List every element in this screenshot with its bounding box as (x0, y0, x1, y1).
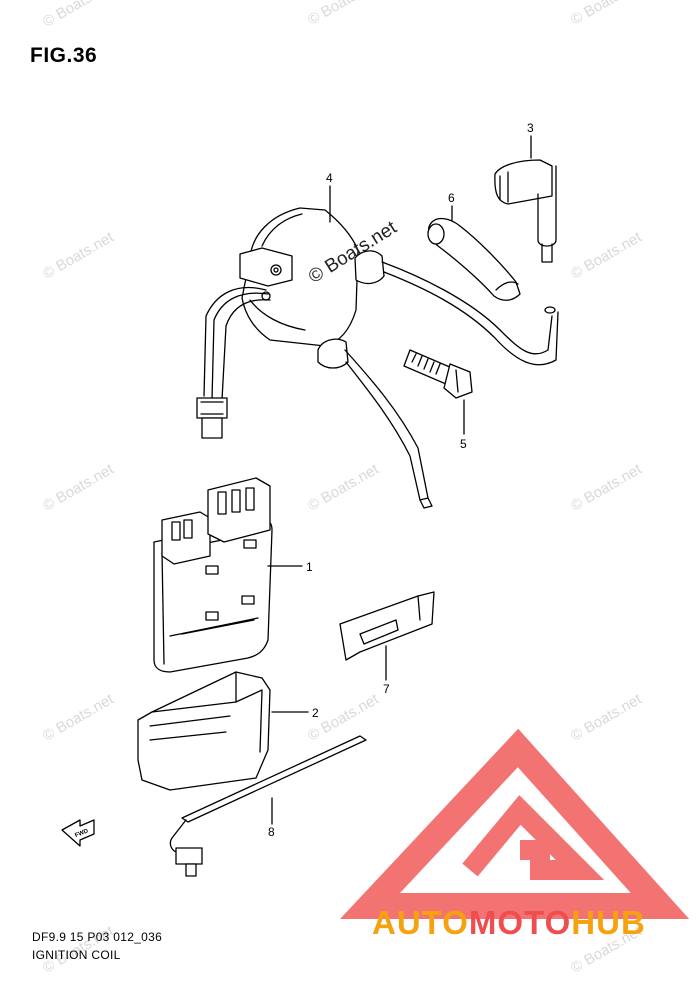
fwd-label: FWD (74, 828, 90, 839)
callout-1: 1 (306, 560, 313, 574)
callout-6: 6 (448, 191, 455, 205)
cdi-holder (137, 671, 271, 791)
spark-plug-cap (494, 159, 557, 263)
callout-4: 4 (326, 171, 333, 185)
brand-part-3: HUB (571, 904, 646, 941)
brand-part-1: AUTO (372, 904, 469, 941)
forward-arrow-icon (61, 819, 95, 847)
figure-title: FIG.36 (30, 44, 98, 67)
callout-8: 8 (268, 825, 275, 839)
ground-lead (169, 735, 367, 877)
callout-7: 7 (383, 682, 390, 696)
cdi-unit (153, 477, 273, 673)
bolt (403, 349, 473, 399)
model-code: DF9.9 15 P03 012_036 (32, 930, 163, 944)
logo-triangle-icon (340, 728, 690, 919)
clip (339, 591, 435, 661)
callout-2: 2 (312, 706, 319, 720)
brand-part-2: MOTO (468, 904, 572, 941)
brand-logo: AUTOMOTOHUB (372, 904, 646, 942)
callout-3: 3 (527, 121, 534, 135)
callout-5: 5 (460, 437, 467, 451)
ignition-coil (196, 207, 559, 509)
group-name: IGNITION COIL (32, 948, 121, 962)
rubber-boot (427, 217, 521, 301)
